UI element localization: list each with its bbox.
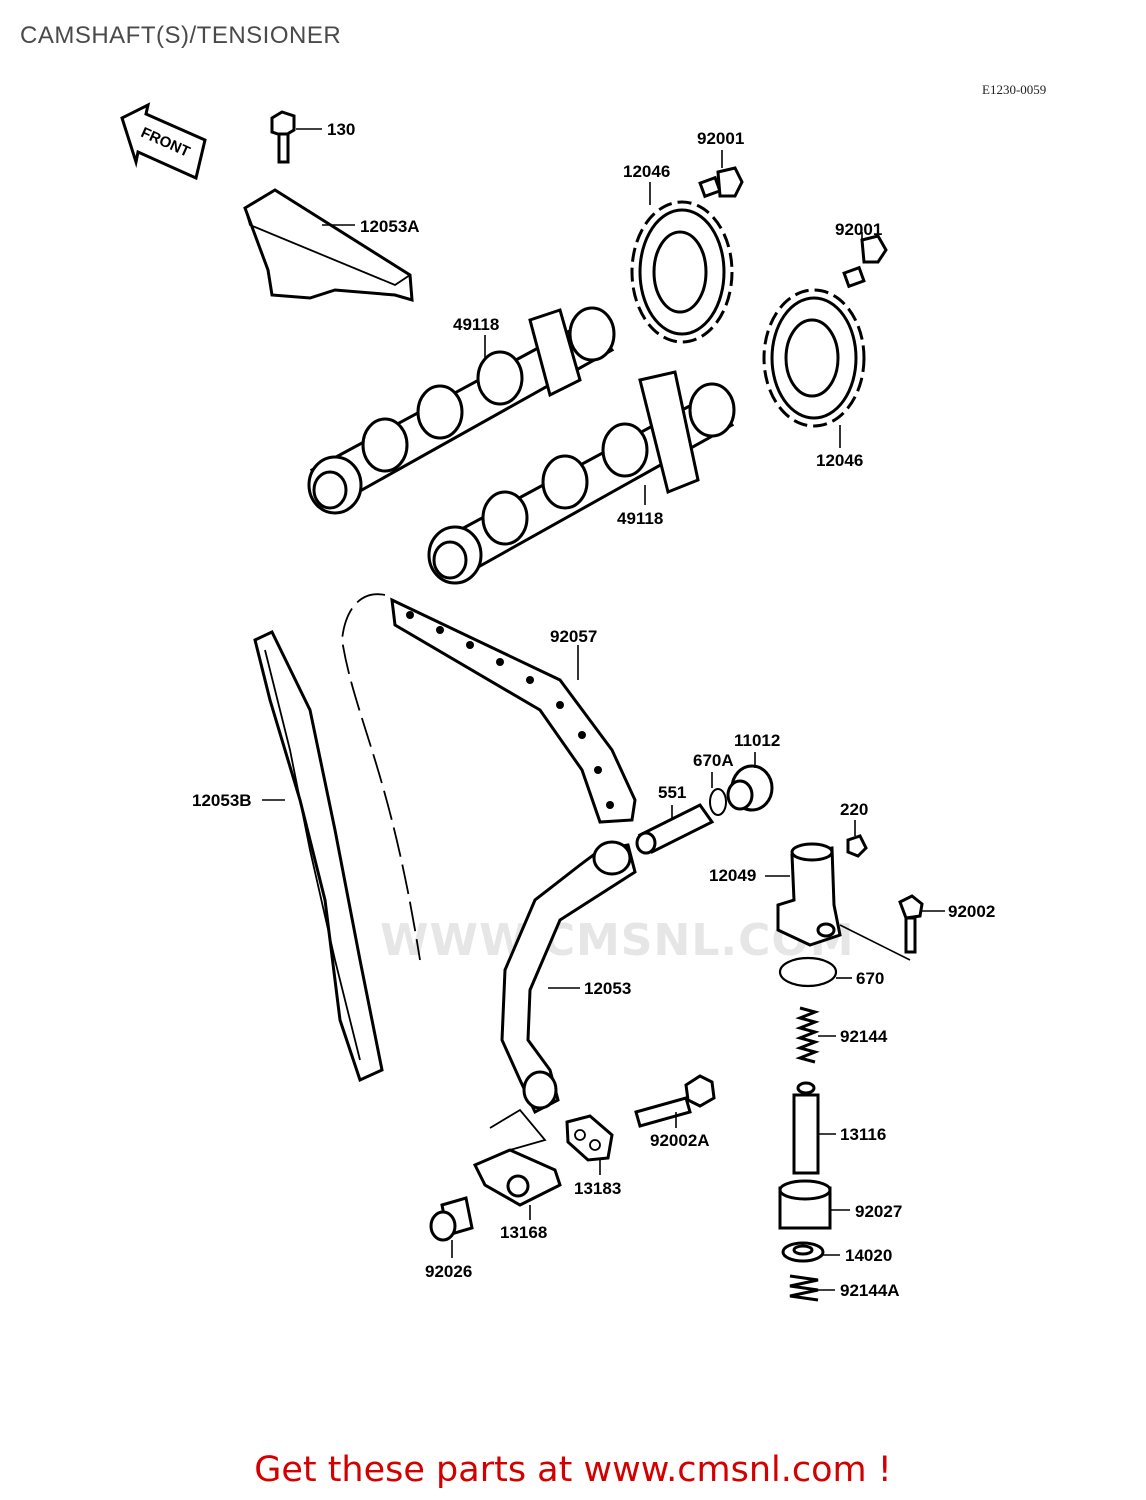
page-title: CAMSHAFT(S)/TENSIONER — [20, 22, 342, 49]
label-12053a: 12053A — [360, 217, 420, 236]
label-13183: 13183 — [574, 1179, 621, 1198]
bolt-92002-icon — [898, 894, 924, 954]
plate-13183-icon — [565, 1114, 614, 1162]
pin-551-icon — [635, 803, 715, 855]
camshaft-bottom-icon — [427, 370, 736, 585]
label-12049: 12049 — [709, 866, 756, 885]
o-ring-670-icon — [778, 956, 838, 988]
front-arrow-icon: FRONT — [120, 102, 207, 181]
o-ring-670a-icon — [709, 788, 727, 816]
label-92144a: 92144A — [840, 1281, 900, 1300]
holder-13168-icon — [472, 1108, 562, 1207]
label-12053: 12053 — [584, 979, 631, 998]
cam-chain-icon — [341, 593, 637, 961]
rear-chain-guide-icon — [253, 630, 384, 1083]
label-49118-bottom: 49118 — [617, 509, 663, 528]
bearing-14020-icon — [781, 1241, 825, 1263]
bolt-220-icon — [846, 834, 868, 858]
label-49118-top: 49118 — [453, 315, 499, 334]
cam-sprocket-bottom-icon — [762, 288, 866, 428]
camshaft-top-icon — [307, 306, 616, 515]
label-92144: 92144 — [840, 1027, 888, 1046]
bushing-92027-icon — [778, 1179, 832, 1230]
bolt-130-icon — [270, 110, 296, 164]
label-92001-right: 92001 — [835, 220, 882, 239]
bolt-92001-top-icon — [698, 166, 744, 199]
pushrod-13116-icon — [792, 1081, 820, 1175]
label-12046-bottom: 12046 — [816, 451, 863, 470]
label-11012: 11012 — [734, 731, 780, 750]
tensioner-guide-icon — [500, 840, 637, 1115]
label-12053b: 12053B — [192, 791, 252, 810]
label-130: 130 — [327, 120, 355, 139]
label-13116: 13116 — [840, 1125, 886, 1144]
label-92001-top: 92001 — [697, 129, 744, 148]
label-92026: 92026 — [425, 1262, 472, 1281]
label-551: 551 — [658, 783, 686, 802]
bolt-92001-right-icon — [842, 234, 888, 289]
tensioner-cap-icon — [726, 764, 774, 812]
label-220: 220 — [840, 800, 868, 819]
spring-92144-icon — [795, 1006, 820, 1064]
label-670a: 670A — [693, 751, 734, 770]
label-92057: 92057 — [550, 627, 597, 646]
spring-92144a-icon — [789, 1274, 819, 1302]
label-92002a: 92002A — [650, 1131, 710, 1150]
diagram-code: E1230-0059 — [982, 82, 1047, 97]
upper-chain-guide-icon — [243, 188, 414, 303]
label-12046-top: 12046 — [623, 162, 670, 181]
watermark: WWW.CMSNL.COM — [380, 915, 855, 966]
bolt-92002a-icon — [634, 1074, 716, 1128]
tensioner-body-icon — [776, 842, 842, 947]
label-92027: 92027 — [855, 1202, 902, 1221]
collar-92026-icon — [429, 1196, 474, 1242]
cam-sprocket-top-icon — [630, 200, 734, 344]
footer-link[interactable]: Get these parts at www.cmsnl.com ! — [254, 1450, 892, 1490]
label-92002: 92002 — [948, 902, 995, 921]
label-14020: 14020 — [845, 1246, 892, 1265]
label-13168: 13168 — [500, 1223, 547, 1242]
label-670: 670 — [856, 969, 884, 988]
